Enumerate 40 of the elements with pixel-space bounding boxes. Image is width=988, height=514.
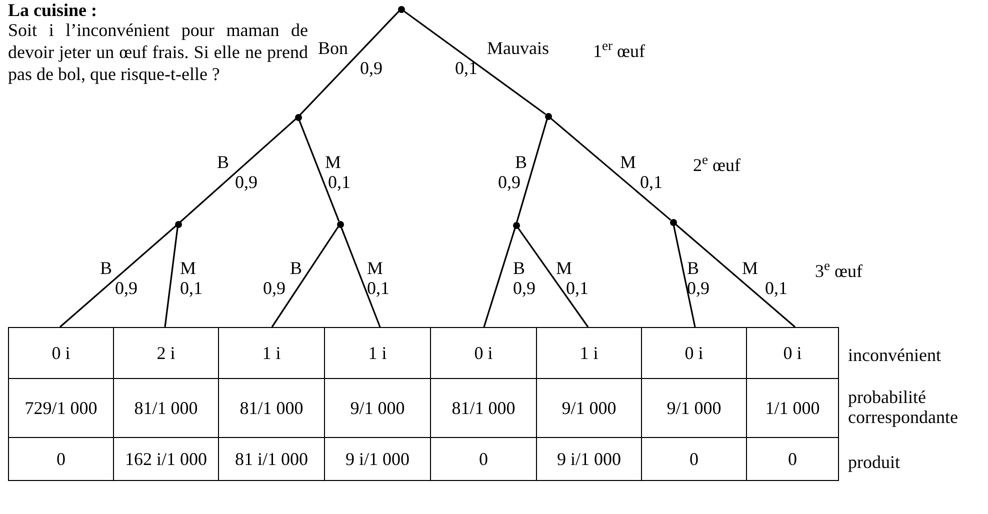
row-label: produit [848, 451, 900, 474]
edge-label: M 0,1 [180, 258, 202, 298]
level-label: 3$^{e}$ œuf [815, 258, 862, 283]
edge-label: B 0,9 [513, 258, 536, 298]
branch-line [483, 228, 516, 328]
level-label: 1$^{er}$ œuf [593, 38, 645, 63]
branch-line [517, 226, 589, 328]
edge-label: M 0,1 [620, 152, 662, 192]
edge-label: B 0,9 [217, 152, 258, 192]
edge-label: B 0,9 [498, 152, 528, 192]
level-label: 2$^{e}$ œuf [693, 152, 740, 177]
title: La cuisine : [8, 0, 98, 20]
table-cell: 0 i [746, 327, 839, 379]
branch-line [550, 117, 672, 221]
edge-label: Bon 0,9 [318, 38, 382, 78]
table-cell: 0 i [8, 327, 114, 379]
branch-line [180, 118, 296, 223]
row-label: probabilité correspondante [848, 387, 959, 427]
edge-label: M 0,1 [325, 152, 350, 192]
edge-label: Mauvais 0,1 [455, 38, 549, 78]
branch-line [59, 225, 176, 328]
branch-line [340, 226, 381, 328]
branch-line [271, 226, 340, 328]
table-cell: 0 [8, 437, 114, 481]
edge-label: M 0,1 [742, 258, 788, 298]
edge-label: B 0,9 [687, 258, 710, 298]
branch-line [298, 120, 340, 222]
row-label: inconvénient [848, 344, 941, 367]
table-cell: 0 [746, 437, 839, 481]
branch-line [164, 226, 178, 328]
edge-label: B 0,9 [263, 258, 302, 298]
edge-label: M 0,1 [556, 258, 588, 298]
branch-line [516, 118, 548, 222]
branch-line [674, 223, 796, 328]
branch-line [300, 10, 400, 116]
branch-line [672, 224, 696, 328]
edge-label: M 0,1 [367, 258, 390, 298]
question-text: Soit i l’inconvénient pour maman de devoir jeter un œuf frais. Si elle ne prend pas de bol, que risque-t-elle ? [8, 19, 308, 85]
branch-line [402, 10, 546, 115]
edge-label: B 0,9 [100, 258, 138, 298]
